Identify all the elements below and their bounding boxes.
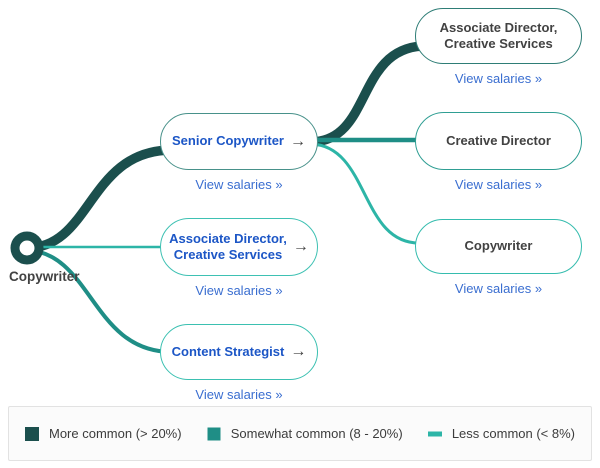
edge-senior-to-associate-director <box>311 41 423 147</box>
right-arrow-icon: → <box>290 343 307 360</box>
career-node-title: Senior Copywriter <box>172 133 284 149</box>
career-node-senior-copywriter[interactable]: Senior Copywriter → <box>160 113 318 170</box>
career-node-title: Creative Director <box>446 132 551 148</box>
career-node-title: Copywriter <box>464 238 533 254</box>
career-node-creative-director[interactable]: Creative Director <box>415 112 582 170</box>
legend: More common (> 20%) Somewhat common (8 -… <box>8 406 592 461</box>
career-node-title: Associate Director, Creative Services <box>440 20 558 53</box>
legend-label: More common (> 20%) <box>49 426 182 441</box>
career-node-associate-director-top[interactable]: Associate Director, Creative Services <box>415 8 582 64</box>
legend-label: Less common (< 8%) <box>451 426 575 441</box>
legend-item-more-common: More common (> 20%) <box>25 426 182 441</box>
career-node-title: Content Strategist <box>171 343 285 359</box>
view-salaries-link-associate-director-top[interactable]: View salaries » <box>454 71 543 86</box>
title-line-2: Creative Services <box>444 36 553 51</box>
legend-item-somewhat-common: Somewhat common (8 - 20%) <box>207 426 403 441</box>
career-node-content-strategist[interactable]: Content Strategist → <box>160 324 318 380</box>
view-salaries-link-copywriter-target[interactable]: View salaries » <box>454 281 543 296</box>
view-salaries-link-senior-copywriter[interactable]: View salaries » <box>195 177 283 192</box>
edges-canvas <box>10 41 423 354</box>
legend-label: Somewhat common (8 - 20%) <box>230 426 403 441</box>
legend-item-less-common: Less common (< 8%) <box>427 426 575 441</box>
career-node-title: Associate Director, Creative Services <box>169 231 287 264</box>
view-salaries-link-associate-director-mid[interactable]: View salaries » <box>195 283 283 298</box>
root-node-label: Copywriter <box>9 269 80 284</box>
right-arrow-icon: → <box>289 132 306 150</box>
title-line-1: Associate Director, <box>169 230 287 246</box>
view-salaries-link-creative-director[interactable]: View salaries » <box>454 177 543 192</box>
edge-senior-to-copywriter <box>311 142 423 245</box>
root-node-circle <box>10 231 44 265</box>
title-line-2: Creative Services <box>173 247 283 262</box>
career-node-copywriter-target[interactable]: Copywriter <box>415 219 582 274</box>
edge-copywriter-to-senior-copywriter <box>26 145 173 253</box>
legend-swatch-less-common-icon <box>427 431 442 436</box>
legend-swatch-more-common-icon <box>25 426 39 441</box>
career-node-associate-director-mid[interactable]: Associate Director, Creative Services → <box>160 218 318 276</box>
view-salaries-link-content-strategist[interactable]: View salaries » <box>195 387 283 402</box>
legend-swatch-somewhat-common-icon <box>207 427 221 440</box>
right-arrow-icon: → <box>292 238 309 255</box>
edge-copywriter-to-content-strategist <box>26 248 173 354</box>
title-line-1: Associate Director, <box>439 19 558 35</box>
